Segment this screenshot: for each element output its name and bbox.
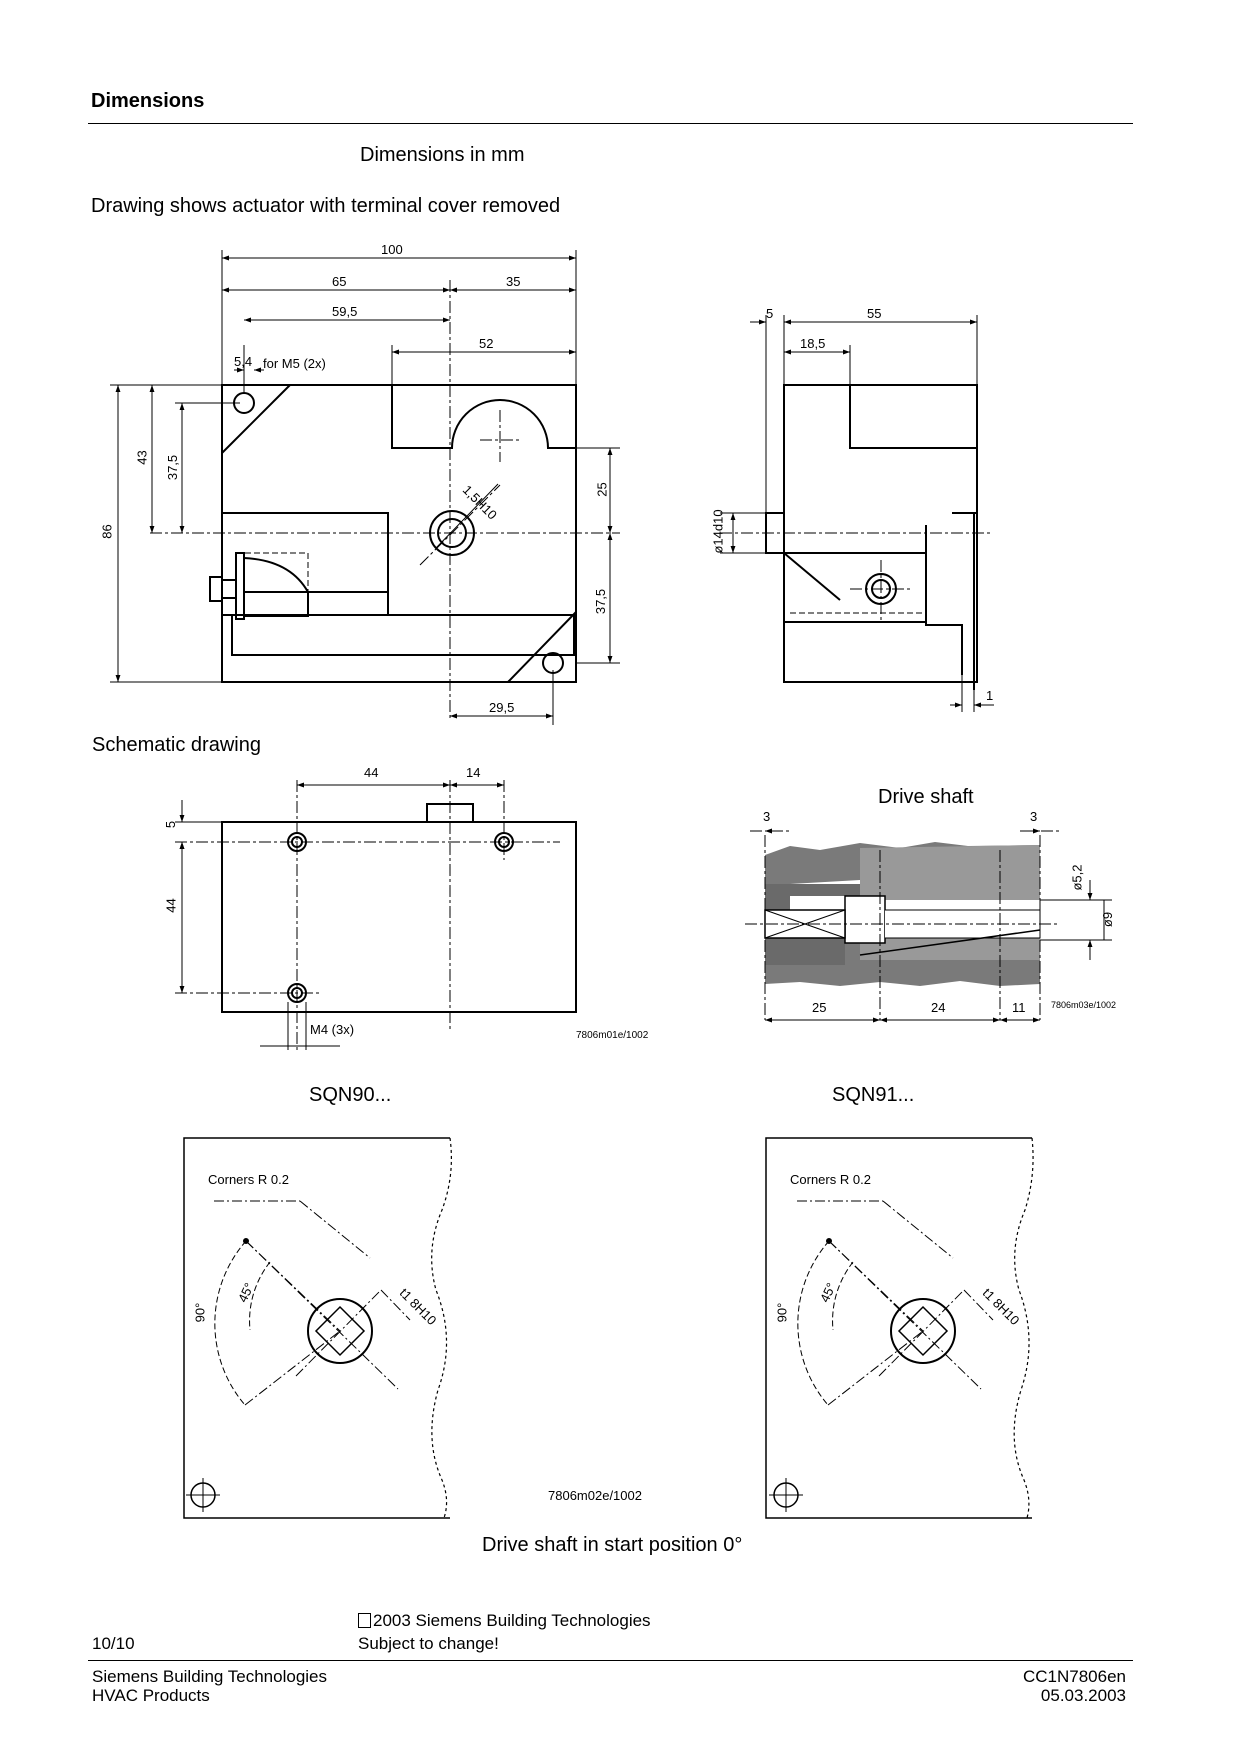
drive-shaft-section — [764, 842, 1041, 986]
dim-5-4: 5,4 — [234, 354, 253, 369]
dim-44-horizontal: 44 — [364, 765, 379, 780]
sqn90-label: SQN90... — [309, 1084, 392, 1106]
positions-caption: Drive shaft in start position 0° — [482, 1534, 743, 1556]
copyright-line: 2003 Siemens Building Technologies — [358, 1611, 651, 1631]
dim-14: 14 — [466, 765, 481, 780]
drive-shaft-heading: Drive shaft — [878, 786, 974, 808]
side-view-outline — [765, 384, 978, 690]
dim-18-5: 18,5 — [800, 336, 826, 351]
dim-44-vertical: 44 — [163, 898, 179, 913]
schematic-centerlines — [175, 780, 560, 1050]
dim-5-schematic: 5 — [163, 820, 179, 829]
schematic-dimension-lines — [175, 782, 504, 1050]
drawing-note: Drawing shows actuator with terminal cov… — [91, 195, 561, 217]
sqn90-angle-90: 90° — [192, 1302, 208, 1323]
dim-43: 43 — [134, 450, 150, 465]
copyright-symbol-box — [358, 1613, 371, 1628]
positions-code: 7806m02e/1002 — [548, 1488, 642, 1503]
sqn90-diagram — [183, 1137, 452, 1519]
dim-37-5-lower: 37,5 — [593, 588, 609, 615]
dim-11-shaft: 11 — [1012, 1000, 1026, 1015]
subject-to-change: Subject to change! — [358, 1634, 499, 1653]
schematic-heading: Schematic drawing — [92, 734, 261, 756]
dim-65: 65 — [332, 274, 347, 289]
schematic-code: 7806m01e/1002 — [576, 1030, 649, 1041]
front-view-dimension-lines — [110, 250, 620, 725]
dim-37-5-upper: 37,5 — [165, 454, 181, 481]
section-title: Dimensions — [91, 90, 205, 112]
footer-doc-code: CC1N7806en — [1022, 1667, 1126, 1686]
footer-company: Siemens Building Technologies — [92, 1667, 328, 1686]
dim-35: 35 — [506, 274, 521, 289]
side-view-dimension-lines — [720, 315, 994, 712]
dim-3-left: 3 — [763, 809, 771, 824]
dim-d14d10: ø14d10 — [710, 509, 726, 554]
dim-d5-2: ø5,2 — [1069, 864, 1085, 891]
sqn90-corners-note: Corners R 0.2 — [208, 1172, 289, 1187]
sqn91-label: SQN91... — [832, 1084, 915, 1106]
sqn91-angle-90: 90° — [774, 1302, 790, 1323]
dim-m5-note: for M5 (2x) — [263, 356, 326, 371]
dim-5: 5 — [766, 306, 774, 321]
sqn91-diagram — [765, 1137, 1034, 1519]
sqn91-corners-note: Corners R 0.2 — [790, 1172, 871, 1187]
dim-29-5: 29,5 — [489, 700, 515, 715]
dim-100: 100 — [381, 242, 403, 257]
footer-division: HVAC Products — [92, 1686, 210, 1705]
header-rule — [88, 123, 1133, 124]
dim-55: 55 — [867, 306, 882, 321]
drive-shaft-code: 7806m03e/1002 — [1051, 1000, 1117, 1010]
footer-date: 05.03.2003 — [1040, 1686, 1126, 1705]
footer-rule — [88, 1660, 1133, 1661]
dim-52: 52 — [479, 336, 494, 351]
dim-3-right: 3 — [1030, 809, 1038, 824]
drive-shaft-dimension-lines — [765, 828, 1112, 1023]
dim-24-shaft: 24 — [931, 1000, 946, 1015]
dim-59-5: 59,5 — [332, 304, 358, 319]
units-note: Dimensions in mm — [360, 144, 525, 166]
dim-25: 25 — [594, 482, 610, 497]
side-view-centerlines — [720, 532, 990, 620]
dim-d9: ø9 — [1100, 911, 1116, 928]
dim-1: 1 — [986, 688, 994, 703]
copyright-text: 2003 Siemens Building Technologies — [373, 1611, 651, 1630]
dim-25-shaft: 25 — [812, 1000, 827, 1015]
page-number: 10/10 — [92, 1634, 135, 1653]
schematic-outline — [221, 803, 577, 1013]
dim-86: 86 — [99, 524, 115, 539]
m4-note: M4 (3x) — [310, 1022, 355, 1037]
